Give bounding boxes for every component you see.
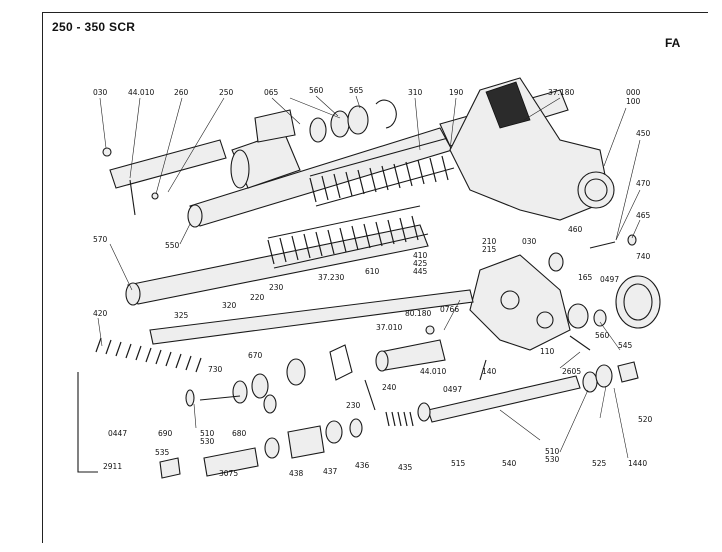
page-title: 250 - 350 SCR [52, 20, 136, 34]
label-680: 680 [232, 429, 247, 438]
label-0766: 0766 [440, 305, 459, 314]
label-37230: 37.230 [318, 273, 344, 282]
seals-and-washers [185, 358, 306, 414]
label-110: 110 [540, 347, 555, 356]
lower-crown-bracket [469, 254, 571, 351]
label-210: 210 [482, 237, 497, 246]
label-470: 470 [636, 179, 651, 188]
label-515: 515 [451, 459, 466, 468]
label-325: 325 [174, 311, 189, 320]
label-44010b: 44.010 [420, 367, 446, 376]
label-320: 320 [222, 301, 237, 310]
label-450: 450 [636, 129, 651, 138]
damper-assembly [329, 325, 487, 411]
label-065: 065 [264, 88, 279, 97]
label-530b: 530 [545, 455, 560, 464]
label-540: 540 [502, 459, 517, 468]
label-436: 436 [355, 461, 370, 470]
section-code: FA [665, 36, 681, 50]
leader-lines [97, 95, 641, 459]
label-80180: 80.180 [405, 309, 431, 318]
label-030: 030 [93, 88, 108, 97]
upper-crown-bracket [449, 77, 615, 221]
label-730: 730 [208, 365, 223, 374]
label-435: 435 [398, 463, 413, 472]
label-1440: 1440 [628, 459, 647, 468]
label-165: 165 [578, 273, 593, 282]
label-030b: 030 [522, 237, 537, 246]
steering-cap [615, 275, 661, 329]
label-3075: 3075 [219, 469, 238, 478]
label-535: 535 [155, 448, 170, 457]
label-215: 215 [482, 245, 497, 254]
label-0497b: 0497 [443, 385, 462, 394]
label-190: 190 [449, 88, 464, 97]
label-410: 410 [413, 251, 428, 260]
label-310: 310 [408, 88, 423, 97]
label-250: 250 [219, 88, 234, 97]
label-425: 425 [413, 259, 428, 268]
label-230b: 230 [346, 401, 361, 410]
label-445: 445 [413, 267, 428, 276]
top-hardware [102, 99, 397, 216]
label-100: 100 [626, 97, 641, 106]
label-570: 570 [93, 235, 108, 244]
fork-spring [95, 337, 202, 373]
label-510b: 510 [545, 447, 560, 456]
label-510: 510 [200, 429, 215, 438]
label-37180: 37.180 [548, 88, 574, 97]
label-610: 610 [365, 267, 380, 276]
label-2911: 2911 [103, 462, 122, 471]
damper-rod [427, 361, 639, 423]
label-220: 220 [250, 293, 265, 302]
label-520: 520 [638, 415, 653, 424]
label-438: 438 [289, 469, 304, 478]
lower-fork-spring [267, 205, 429, 269]
label-37010: 37.010 [376, 323, 402, 332]
label-260: 260 [174, 88, 189, 97]
label-0447: 0447 [108, 429, 127, 438]
label-2605: 2605 [562, 367, 581, 376]
label-230: 230 [269, 283, 284, 292]
label-465: 465 [636, 211, 651, 220]
label-560: 560 [309, 86, 324, 95]
frame-bracket [77, 372, 98, 473]
label-690: 690 [158, 429, 173, 438]
label-437: 437 [323, 467, 338, 476]
label-000: 000 [626, 88, 641, 97]
label-670: 670 [248, 351, 263, 360]
label-525: 525 [592, 459, 607, 468]
label-740: 740 [636, 252, 651, 261]
label-240: 240 [382, 383, 397, 392]
upper-fork-leg [187, 127, 453, 228]
label-44010: 44.010 [128, 88, 154, 97]
label-565: 565 [349, 86, 364, 95]
lower-fork-leg [125, 224, 429, 306]
label-550: 550 [165, 241, 180, 250]
label-0497: 0497 [600, 275, 619, 284]
label-560b: 560 [595, 331, 610, 340]
label-545: 545 [618, 341, 633, 350]
stanchion-tube [149, 289, 474, 345]
label-530: 530 [200, 437, 215, 446]
upper-fork-spring [309, 137, 455, 207]
label-140: 140 [482, 367, 497, 376]
small-right-parts [548, 234, 637, 351]
label-420: 420 [93, 309, 108, 318]
bottom-bushings [159, 402, 431, 479]
label-460: 460 [568, 225, 583, 234]
drawing-frame [42, 12, 708, 543]
callout-labels: 030 44.010 260 250 065 560 565 310 190 3… [93, 86, 653, 478]
